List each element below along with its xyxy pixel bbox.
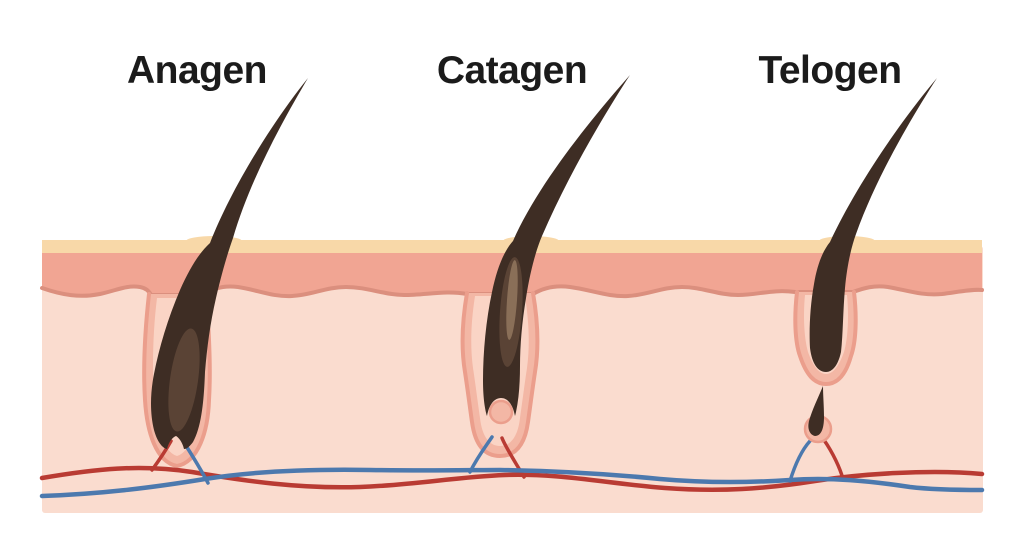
artery-branch-catagen	[500, 436, 526, 479]
artery-branch-telogen	[822, 438, 845, 481]
catagen-papilla-ball	[488, 399, 514, 425]
vein-branch-telogen	[788, 439, 812, 483]
hairs	[151, 75, 937, 449]
vein-branch-catagen	[468, 435, 494, 474]
anagen-hair-highlight	[168, 328, 200, 432]
artery-branch-anagen	[150, 439, 173, 472]
telogen-germ-hair	[808, 386, 824, 436]
telogen-hair	[803, 78, 937, 444]
blood-vessels	[39, 435, 985, 499]
phase-label-telogen: Telogen	[758, 49, 901, 92]
vein-vessel	[39, 435, 985, 499]
phase-labels: Anagen Catagen Telogen	[127, 49, 902, 92]
anagen-hair	[151, 78, 308, 449]
catagen-hair	[483, 75, 630, 425]
phase-label-catagen: Catagen	[437, 49, 587, 92]
catagen-hair-streak	[506, 260, 518, 340]
phase-label-anagen: Anagen	[127, 49, 267, 92]
telogen-hair-shaft	[809, 78, 937, 372]
